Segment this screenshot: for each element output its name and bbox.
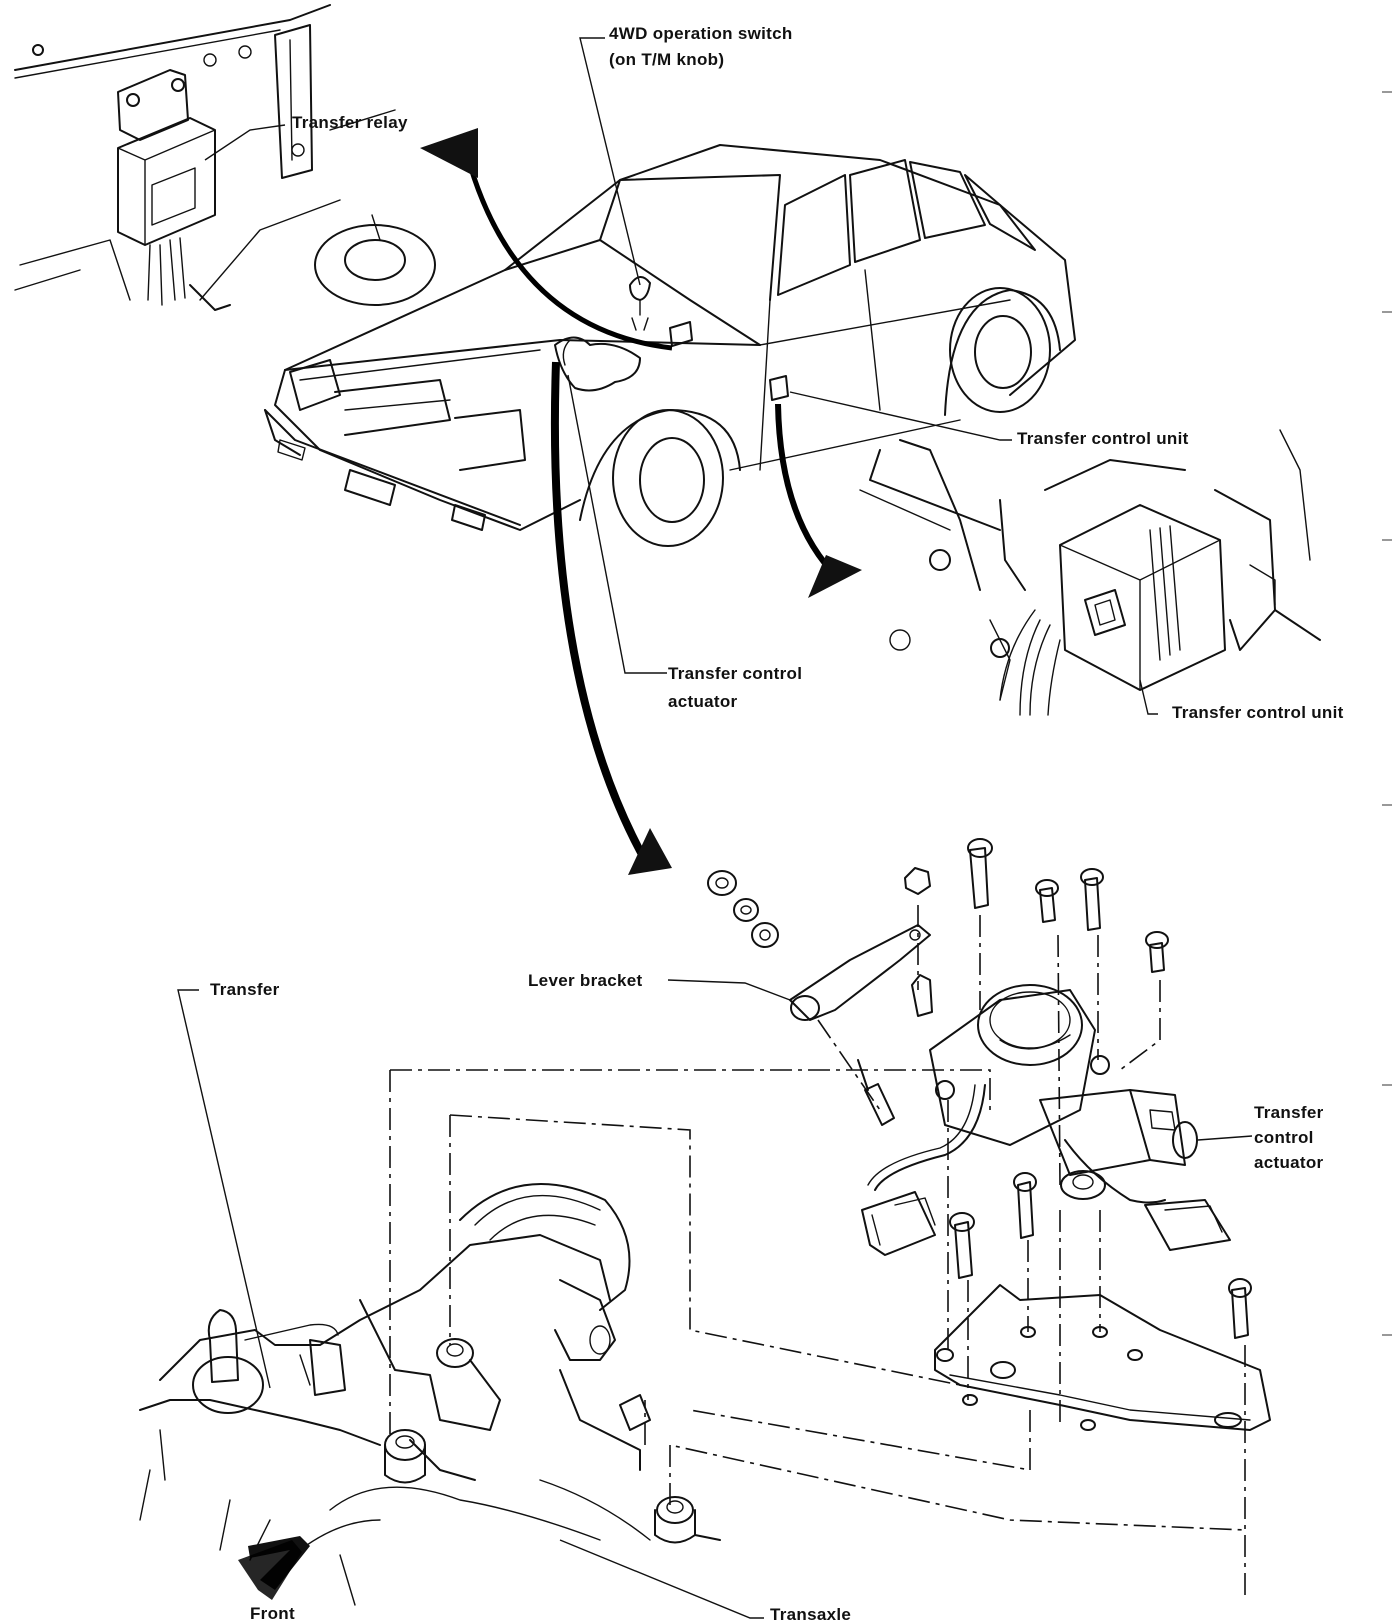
label-actuator-right-line2: control bbox=[1254, 1128, 1314, 1147]
page-edge-ticks bbox=[1382, 91, 1392, 1336]
label-actuator-upper-line1: Transfer control bbox=[668, 664, 802, 683]
label-lever-bracket: Lever bracket bbox=[528, 971, 643, 990]
location-arrows bbox=[420, 128, 862, 875]
leader-lines bbox=[177, 37, 1253, 1619]
label-switch-line2: (on T/M knob) bbox=[609, 50, 724, 69]
label-tcu-upper: Transfer control unit bbox=[1017, 429, 1189, 448]
label-transfer-relay: Transfer relay bbox=[292, 113, 408, 132]
label-actuator-right-line3: actuator bbox=[1254, 1153, 1324, 1172]
front-direction-arrow-icon bbox=[238, 1536, 310, 1600]
label-transfer: Transfer bbox=[210, 980, 280, 999]
vehicle-illustration bbox=[264, 144, 1076, 547]
label-actuator-right-line1: Transfer bbox=[1254, 1103, 1324, 1122]
label-front: Front bbox=[250, 1604, 295, 1623]
labels: 4WD operation switch (on T/M knob) Trans… bbox=[210, 24, 1344, 1624]
actuator-exploded-view bbox=[707, 838, 1271, 1600]
label-actuator-upper-line2: actuator bbox=[668, 692, 738, 711]
control-unit-inset bbox=[859, 429, 1321, 716]
label-switch-line1: 4WD operation switch bbox=[609, 24, 793, 43]
transfer-relay-inset bbox=[14, 4, 436, 311]
label-tcu-lower: Transfer control unit bbox=[1172, 703, 1344, 722]
bolts-top bbox=[904, 838, 1169, 1017]
transfer-transaxle-assembly bbox=[139, 1069, 1246, 1606]
label-transaxle: Transaxle bbox=[770, 1605, 851, 1624]
